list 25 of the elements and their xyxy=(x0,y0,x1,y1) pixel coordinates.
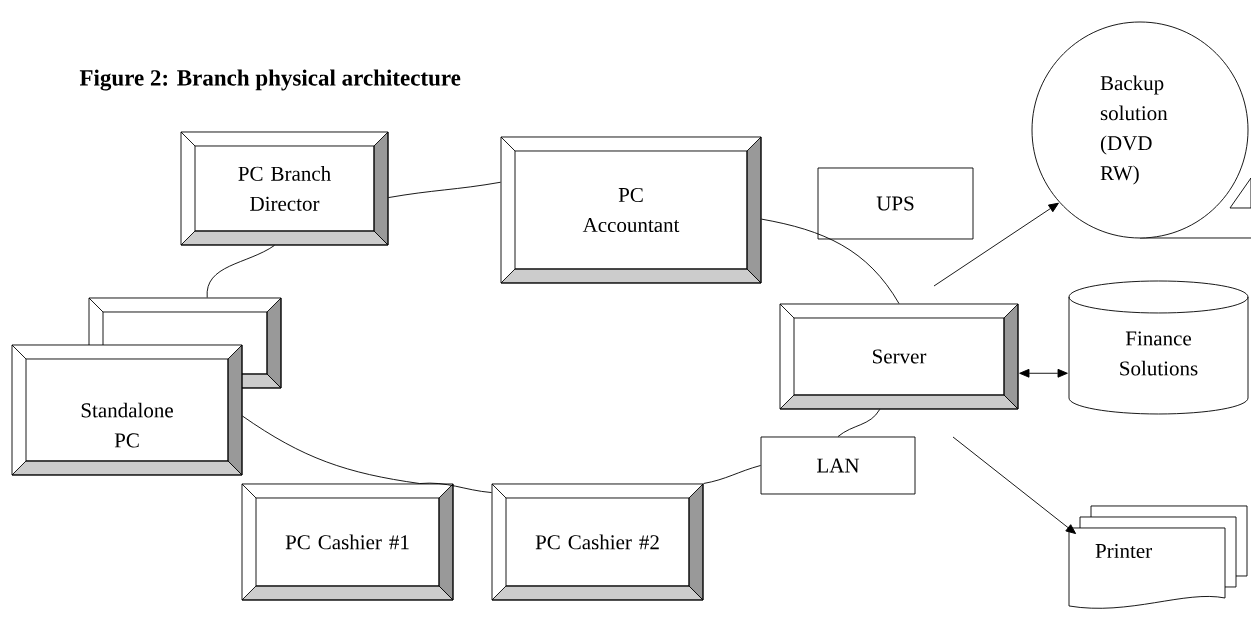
beveled-box: Server xyxy=(779,303,1019,410)
label-box: LAN xyxy=(760,436,916,495)
node-label: Backup solution (DVD RW) xyxy=(1100,75,1168,185)
arrow xyxy=(1019,368,1068,378)
beveled-box: PC Cashier #2 xyxy=(491,483,704,601)
connector-line xyxy=(388,181,501,199)
arrow xyxy=(933,202,1059,287)
beveled-box: PC Branch Director xyxy=(180,131,389,246)
node-label: Finance Solutions xyxy=(1120,331,1198,376)
database-cylinder: Finance Solutions xyxy=(1068,280,1249,415)
node-label: Printer xyxy=(1095,543,1152,559)
connector-line xyxy=(206,245,275,298)
connector-line xyxy=(703,465,761,484)
connector-line xyxy=(837,409,881,437)
document-stack: Printer xyxy=(1068,505,1248,609)
connector-line xyxy=(242,415,421,484)
speech-bubble: Backup solution (DVD RW) xyxy=(1031,21,1251,239)
beveled-box: PC Cashier #1 xyxy=(241,483,454,601)
beveled-box: Standalone PC xyxy=(11,344,243,476)
arrow xyxy=(952,436,1077,535)
label-box: UPS xyxy=(817,167,974,240)
connector-line xyxy=(419,482,492,494)
connector-line xyxy=(761,218,900,304)
beveled-box: PC Accountant xyxy=(500,136,762,284)
title: Figure 2: Branch physical architecture xyxy=(79,69,461,91)
